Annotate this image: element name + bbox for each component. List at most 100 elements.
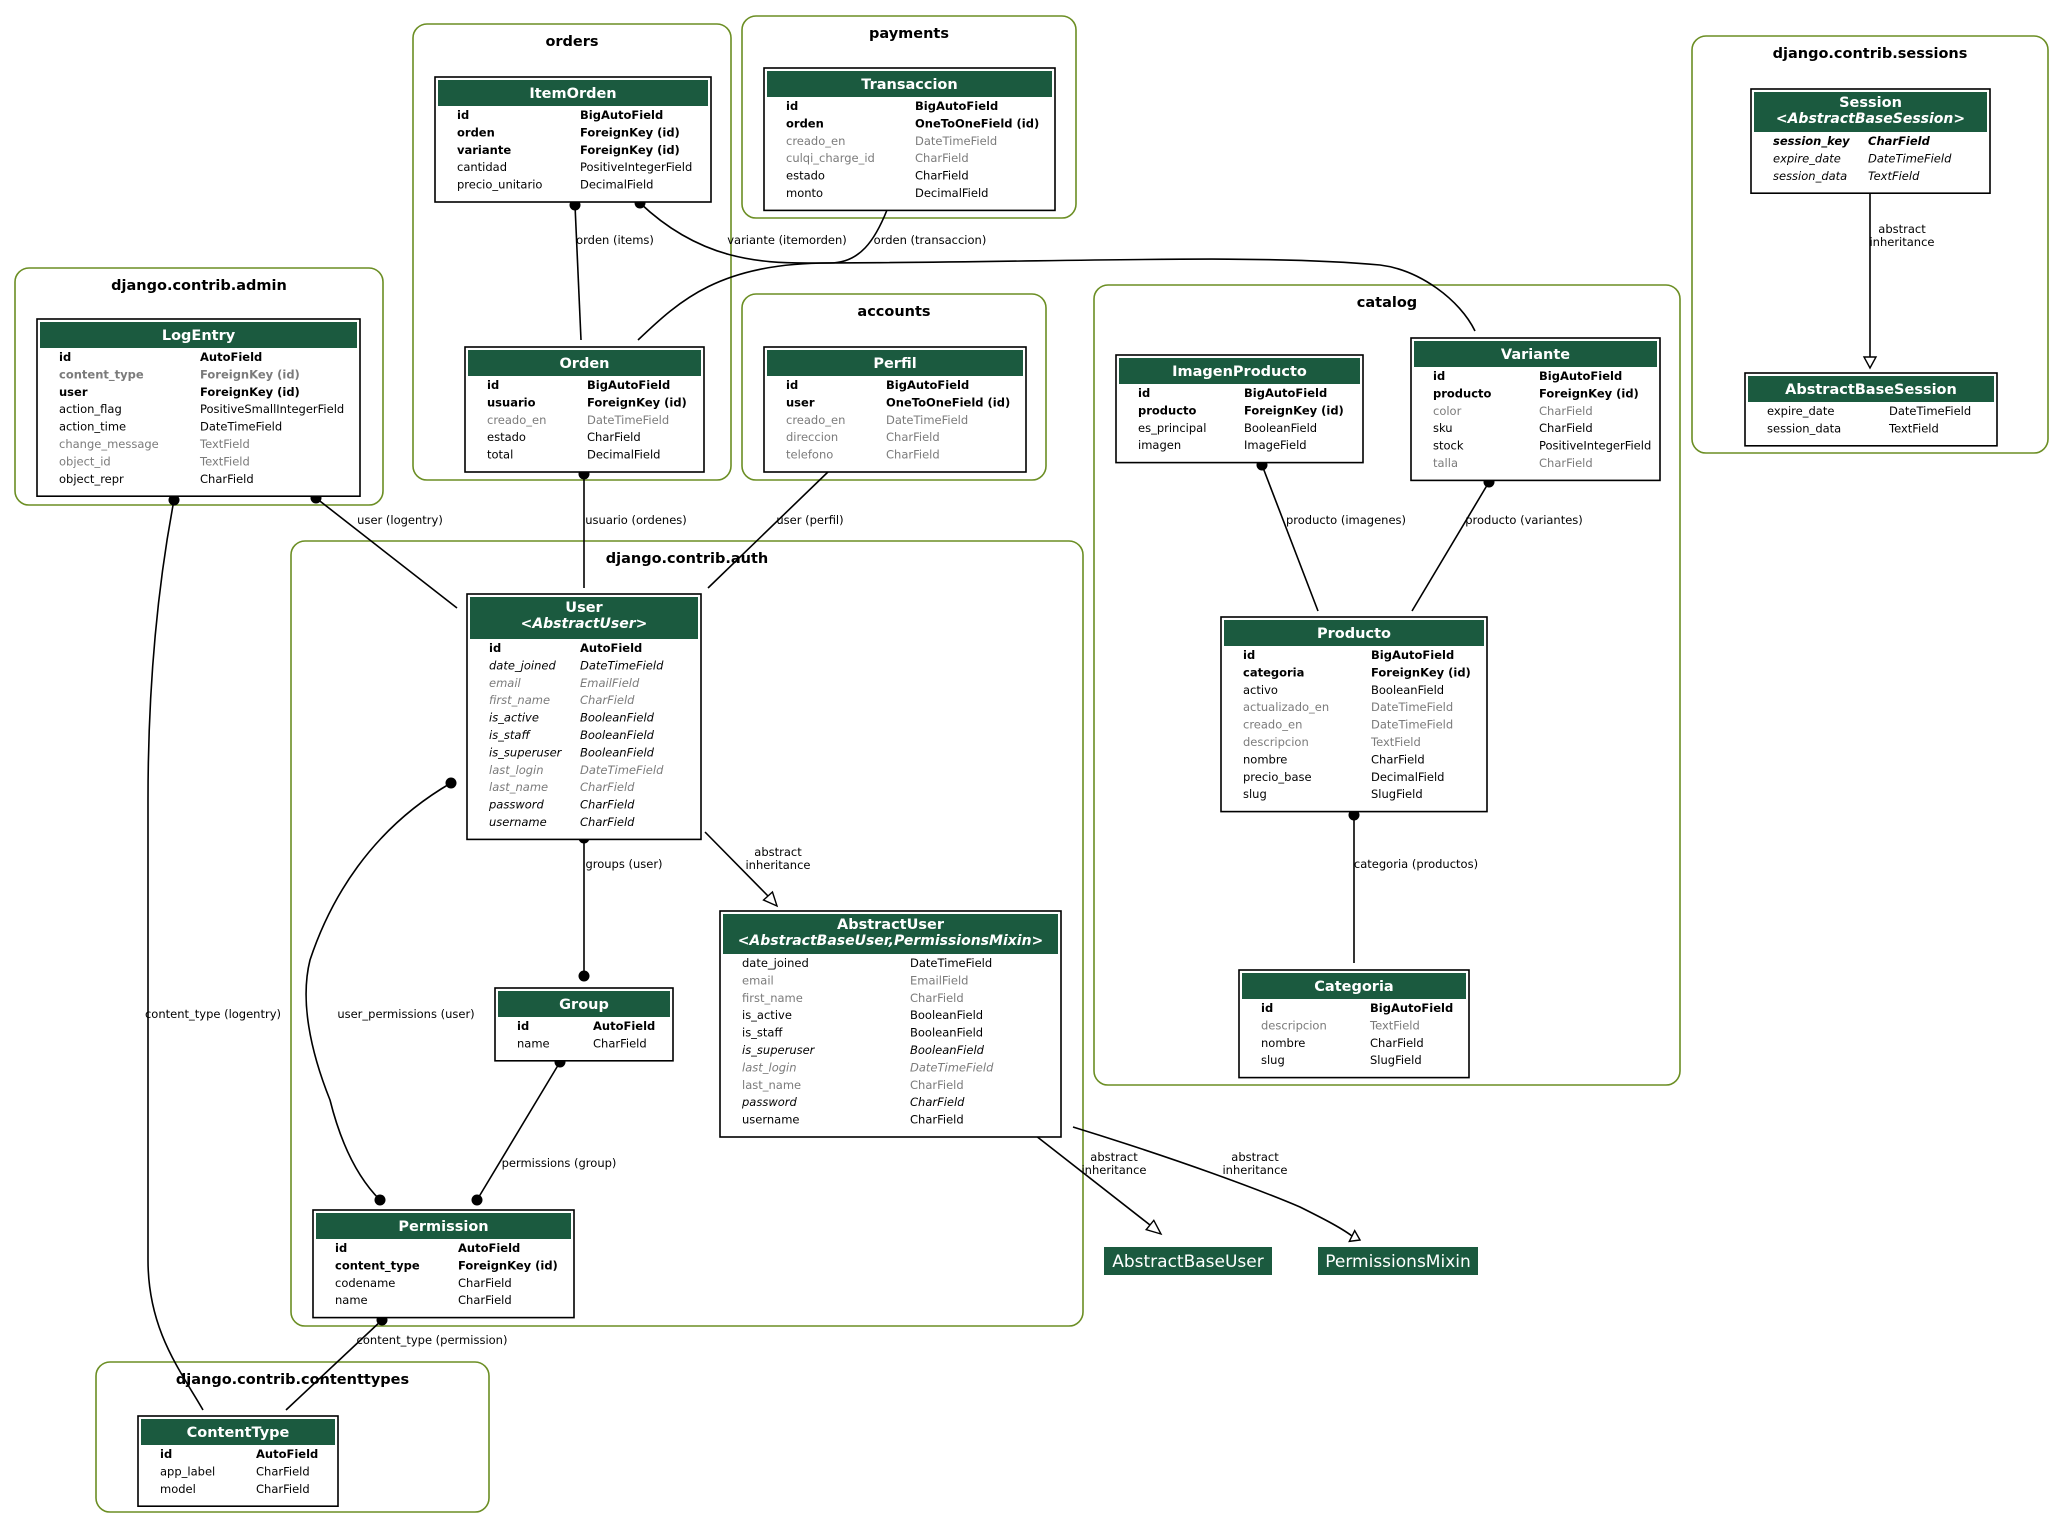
field-name: content_type	[335, 1258, 420, 1273]
field-type: AutoField	[593, 1019, 655, 1033]
external-node-abstractbaseuser: AbstractBaseUser	[1104, 1247, 1272, 1275]
field-name: session_data	[1767, 421, 1841, 435]
cluster-border	[14, 267, 384, 506]
field-type: CharField	[580, 693, 635, 707]
edge-line	[476, 1061, 561, 1201]
inheritance-arrowhead	[1348, 1229, 1362, 1243]
edge-line	[1030, 1131, 1151, 1226]
field-type: AutoField	[458, 1241, 520, 1255]
field-type: BooleanField	[580, 711, 655, 725]
field-type: DateTimeField	[200, 420, 282, 434]
field-type: CharField	[1539, 404, 1593, 418]
field-name: username	[742, 1113, 800, 1127]
model-title: Transaccion	[861, 77, 957, 93]
field-name: user	[786, 395, 815, 409]
field-type: CharField	[1371, 752, 1425, 766]
field-type: CharField	[910, 1078, 964, 1092]
field-type: BooleanField	[910, 1008, 983, 1022]
field-type: BigAutoField	[1539, 369, 1622, 383]
field-name: expire_date	[1773, 151, 1841, 165]
edge-line	[1411, 481, 1490, 612]
edge-user-permissions: user_permissions (user)	[305, 777, 475, 1206]
field-type: BigAutoField	[1370, 1001, 1453, 1015]
edge-layer: orden (items)variante (itemorden)orden (…	[145, 190, 1935, 1411]
cluster-sessions: django.contrib.sessions	[1691, 35, 2049, 454]
field-type: OneToOneField (id)	[915, 116, 1039, 130]
edge-producto-imagenes: producto (imagenes)	[1256, 459, 1406, 612]
edge-content-type-logentry: content_type (logentry)	[145, 494, 281, 1411]
field-type: BigAutoField	[587, 378, 670, 392]
field-name: total	[487, 448, 513, 462]
field-name: slug	[1261, 1053, 1285, 1067]
field-type: CharField	[200, 472, 254, 486]
field-type: CharField	[256, 1482, 310, 1496]
field-name: id	[1261, 1001, 1273, 1015]
model-abstractuser: AbstractUser<AbstractBaseUser,Permission…	[719, 910, 1062, 1138]
field-name: id	[1433, 369, 1445, 383]
model-header	[1414, 341, 1657, 367]
field-type: DateTimeField	[587, 413, 669, 427]
edge-permissions-group: permissions (group)	[471, 1056, 616, 1206]
field-type: CharField	[458, 1293, 512, 1307]
field-name: id	[786, 99, 798, 113]
edge-line	[707, 469, 831, 589]
field-name: content_type	[59, 367, 144, 382]
field-type: DateTimeField	[1889, 404, 1971, 418]
field-name: is_active	[489, 711, 539, 725]
field-name: is_staff	[742, 1026, 783, 1040]
model-title: ContentType	[187, 1425, 290, 1441]
field-type: OneToOneField (id)	[886, 395, 1010, 409]
field-type: ForeignKey (id)	[458, 1258, 558, 1272]
field-name: first_name	[742, 991, 803, 1005]
field-name: telefono	[786, 448, 833, 462]
model-title: AbstractBaseSession	[1785, 382, 1957, 398]
field-name: app_label	[160, 1464, 215, 1478]
field-name: name	[517, 1036, 550, 1050]
field-type: BigAutoField	[915, 99, 998, 113]
field-name: descripcion	[1261, 1018, 1327, 1032]
field-name: last_login	[489, 763, 544, 777]
field-name: id	[59, 350, 71, 364]
field-name: session_key	[1773, 134, 1850, 149]
field-row: id BigAutoField	[1433, 369, 1622, 383]
field-name: usuario	[487, 395, 536, 409]
model-header	[1242, 973, 1466, 999]
field-name: estado	[487, 430, 526, 444]
field-name: action_time	[59, 420, 126, 434]
edge-line	[1072, 1126, 1353, 1237]
field-name: creado_en	[786, 413, 845, 427]
edge-label: groups (user)	[585, 857, 662, 871]
edge-line	[1261, 464, 1319, 612]
model-title: Perfil	[873, 356, 916, 372]
field-name: password	[741, 1095, 797, 1109]
field-type: CharField	[915, 169, 969, 183]
